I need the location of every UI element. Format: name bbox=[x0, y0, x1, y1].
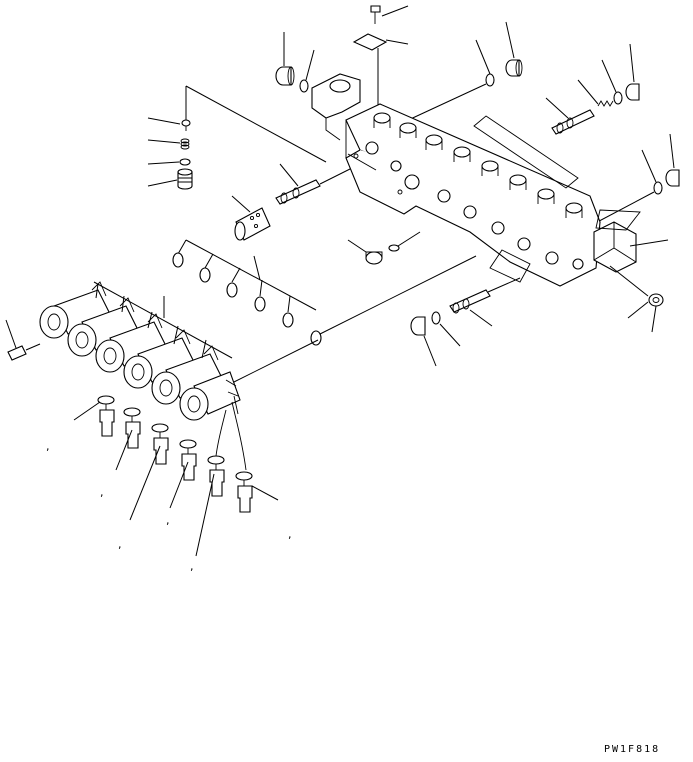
cap-lower-right bbox=[648, 293, 664, 307]
sol-bracket-1 bbox=[95, 283, 99, 299]
leader-oring-lower bbox=[439, 323, 461, 347]
part-mark-6: , bbox=[288, 528, 292, 541]
connector-3 bbox=[151, 423, 169, 465]
leader-main-body-a bbox=[347, 153, 377, 171]
solenoid-leader-main bbox=[233, 339, 319, 383]
part-mark-2: , bbox=[100, 486, 104, 499]
plug-under-body bbox=[365, 251, 383, 265]
leader-oring-right-middle bbox=[641, 149, 657, 183]
leader-cap-diag bbox=[627, 301, 649, 319]
leader-connector-6 bbox=[251, 485, 279, 501]
sleeve bbox=[234, 207, 271, 241]
part-mark-3: , bbox=[118, 538, 122, 551]
leader-cap-lower-right bbox=[651, 305, 657, 333]
leader-oring-left bbox=[147, 161, 180, 165]
oring-lower bbox=[431, 311, 441, 325]
part-mark-5: , bbox=[190, 560, 194, 573]
solenoid-bracket-line bbox=[93, 281, 233, 359]
connector-1 bbox=[97, 395, 115, 437]
oring-to-body-line bbox=[397, 231, 421, 247]
oring-right-middle bbox=[653, 181, 663, 195]
solenoid-wires bbox=[215, 395, 247, 471]
oring-far-right-top bbox=[613, 91, 623, 105]
oring-set bbox=[172, 239, 322, 346]
top-bolt bbox=[370, 5, 381, 24]
bracket-top-line bbox=[185, 85, 327, 163]
cap-to-body-line bbox=[609, 265, 649, 297]
leader-spring-left bbox=[147, 139, 181, 144]
leader-plug-left bbox=[147, 179, 178, 187]
leader-plug-right-middle bbox=[669, 133, 675, 169]
name-plate bbox=[352, 33, 388, 51]
connector-5 bbox=[207, 455, 225, 497]
leader-sleeve bbox=[231, 195, 251, 213]
oring-left bbox=[179, 158, 191, 166]
plug-left bbox=[177, 168, 193, 190]
leader-plug-far-right-top bbox=[629, 43, 635, 83]
leader-plug-lower bbox=[423, 335, 437, 367]
connector-4 bbox=[179, 439, 197, 481]
leader-spool-right-top bbox=[545, 97, 569, 119]
spool-to-body-line bbox=[319, 167, 353, 185]
spring-left bbox=[180, 138, 190, 150]
leader-connector-5 bbox=[195, 473, 215, 557]
leader-oring-top-right bbox=[475, 39, 491, 75]
sol-bracket-4 bbox=[173, 325, 179, 345]
leader-connector-3 bbox=[129, 445, 161, 521]
oring-top-right bbox=[485, 73, 495, 87]
spring-right-top bbox=[597, 100, 614, 107]
oring-top-left bbox=[299, 79, 309, 93]
small-bolt-left bbox=[181, 119, 191, 131]
leader-top-bolt bbox=[381, 5, 409, 17]
oring-set-to-body bbox=[319, 255, 477, 335]
plug-top-right bbox=[505, 59, 523, 77]
leader-connector-4 bbox=[169, 461, 189, 509]
leader-connector-1 bbox=[73, 401, 101, 421]
connector-6 bbox=[235, 471, 253, 513]
leader-oring-to-body bbox=[403, 83, 487, 123]
plug-far-right-top bbox=[625, 83, 640, 101]
main-valve-body bbox=[311, 73, 641, 287]
leader-small-bolt-left bbox=[147, 117, 181, 125]
oring-under-body bbox=[388, 244, 400, 252]
leader-main-body-right bbox=[629, 239, 669, 247]
plug-top-left bbox=[275, 66, 295, 86]
solenoid-6 bbox=[179, 371, 241, 421]
leader-spool-lower-right bbox=[469, 309, 493, 327]
solenoid-nut bbox=[7, 343, 41, 361]
sol-bracket-5 bbox=[201, 339, 207, 359]
drawing-code: PW1F818 bbox=[604, 744, 660, 755]
leader-plate bbox=[385, 39, 409, 45]
leader-connector-2 bbox=[115, 429, 133, 471]
part-mark-1: , bbox=[46, 440, 50, 453]
spool-lower-to-body bbox=[487, 277, 521, 293]
leader-spring-right-top bbox=[577, 79, 599, 105]
spool-right-top bbox=[551, 109, 595, 135]
sol-bracket-2 bbox=[121, 295, 125, 313]
spool-left bbox=[275, 179, 321, 205]
leader-oring-far-right-top bbox=[601, 59, 617, 93]
leader-plug-top-right bbox=[505, 21, 515, 59]
leader-spool-left bbox=[279, 163, 299, 187]
connector-2 bbox=[123, 407, 141, 449]
spool-lower-right bbox=[449, 289, 491, 314]
plug-lower bbox=[410, 316, 426, 336]
leader-oring-top-left bbox=[305, 49, 315, 81]
leader-solenoid-nut bbox=[5, 319, 17, 349]
leader-plug-under-body bbox=[347, 239, 367, 253]
plug-right-middle bbox=[665, 169, 680, 187]
sol-bracket-3 bbox=[147, 311, 153, 329]
part-mark-4: , bbox=[166, 514, 170, 527]
